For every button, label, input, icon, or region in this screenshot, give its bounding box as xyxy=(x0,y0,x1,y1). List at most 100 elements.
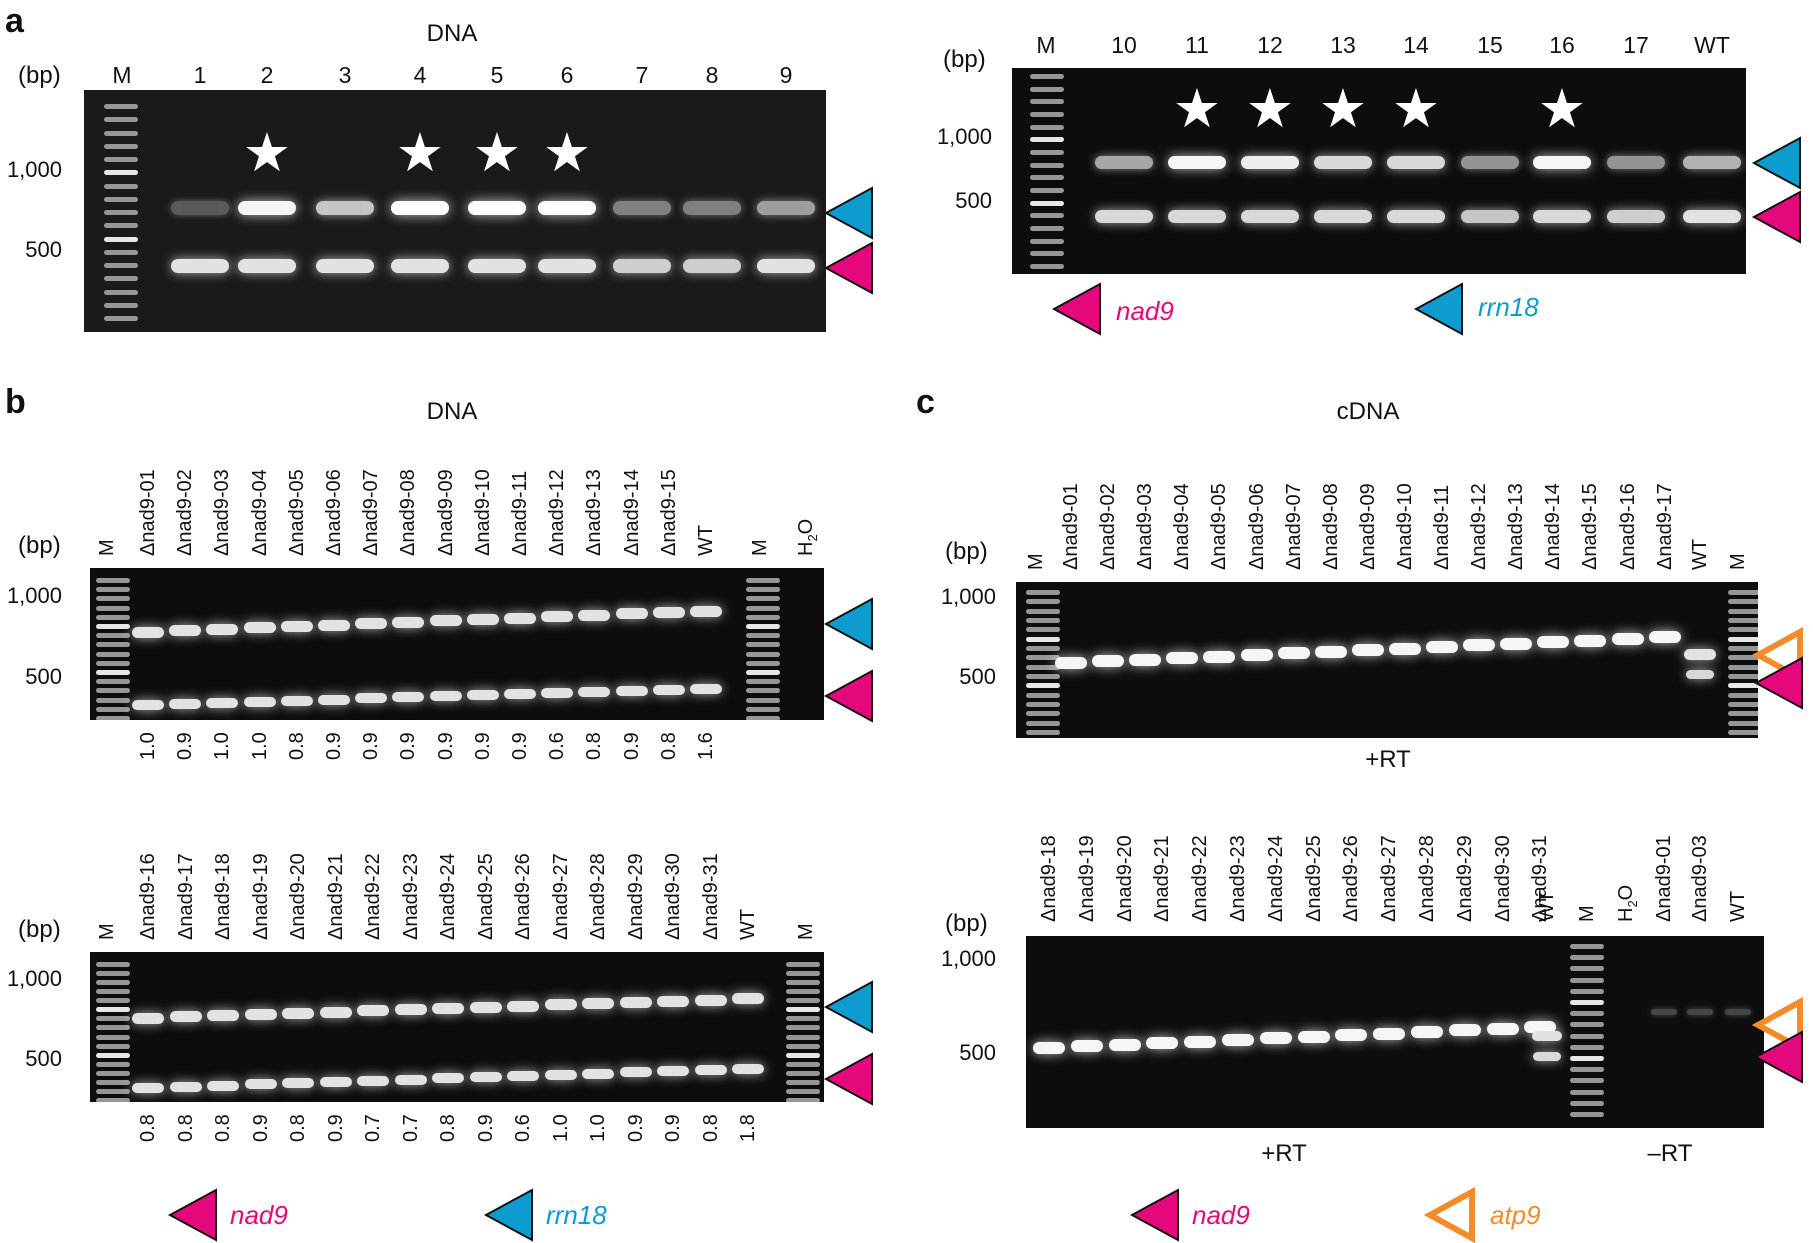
panel-b-bottom-upper-band xyxy=(657,995,689,1007)
panel-b-top-ladder-left-rung xyxy=(96,642,130,648)
panel-a-right-ladder-rung xyxy=(1030,99,1064,105)
panel-c-top-lane-labels-item: Δnad9-16 xyxy=(1616,483,1639,570)
panel-b-bottom-lower-band xyxy=(357,1075,389,1086)
panel-c-bottom-lane-labels-item: WT xyxy=(1727,890,1749,922)
panel-b-bottom-lane-labels-item: Δnad9-17 xyxy=(174,853,197,940)
panel-c-top-band xyxy=(1166,652,1199,665)
panel-b-top-ladder-right-rung xyxy=(746,679,780,685)
panel-a-right-lower-band xyxy=(1461,209,1519,223)
panel-c-bottom-band xyxy=(1486,1022,1519,1035)
panel-b-top-ladder-left xyxy=(96,578,130,720)
panel-c-bottom-lane-labels-item: Δnad9-22 xyxy=(1189,835,1212,922)
panel-c-bottom-lane-labels-item: Δnad9-18 xyxy=(1038,835,1060,922)
ratio-value: 0.8 xyxy=(699,1114,722,1142)
panel-b-top-upper-band xyxy=(243,622,276,634)
ratio-value: 0.9 xyxy=(324,1114,347,1142)
panel-c-top-lane-labels-item: Δnad9-11 xyxy=(1431,484,1453,570)
panel-c-bottom-lane-labels-item: Δnad9-26 xyxy=(1340,835,1363,922)
ratio-value: 1.0 xyxy=(211,732,234,760)
panel-b-top-upper-band xyxy=(466,613,499,625)
panel-a-left-lower-band xyxy=(316,259,374,273)
panel-b-title: DNA xyxy=(426,398,478,425)
panel-a-left-lower-band xyxy=(613,259,671,273)
panel-c-top-ladder-right-rung xyxy=(1728,674,1758,679)
ratio-value: 1.8 xyxy=(737,1114,759,1142)
panel-b-top-upper-band xyxy=(578,609,611,621)
panel-c-bottom-ladder-rung xyxy=(1570,955,1604,961)
panel-a-right-upper-band xyxy=(1095,155,1153,169)
panel-b-top-ladder-right-rung xyxy=(746,624,780,629)
panel-b-top-lane-labels-item: Δnad9-04 xyxy=(248,469,271,556)
panel-b-bottom-lane-labels-item: Δnad9-21 xyxy=(324,853,347,940)
panel-c-bottom-tick-1000: 1,000 xyxy=(940,946,996,971)
panel-b-bottom-ladder-right-rung xyxy=(786,998,820,1004)
panel-c-top-lane-labels-item: Δnad9-15 xyxy=(1579,483,1602,570)
ratio-value: 1.0 xyxy=(248,732,271,760)
ratio-value: 0.9 xyxy=(662,1114,684,1142)
panel-b-top-upper-band xyxy=(132,626,164,638)
panel-b-top-tick-1000: 1,000 xyxy=(6,583,62,608)
panel-c-bottom-gel xyxy=(1026,936,1764,1128)
panel-c-top-lane-labels-item: Δnad9-13 xyxy=(1505,483,1528,570)
panel-c-bottom-ladder-rung xyxy=(1570,1112,1604,1117)
panel-c-top-ladder-left-rung xyxy=(1026,608,1060,614)
panel-b-top-nad9-arrow-icon xyxy=(823,669,873,723)
panel-b-top-tick-500: 500 xyxy=(25,664,62,689)
panel-b-top-lower-band xyxy=(466,690,499,701)
panel-c-top-lane-labels-item: Δnad9-06 xyxy=(1245,483,1268,570)
panel-c-top-ladder-left-rung xyxy=(1026,627,1060,633)
panel-a-legend-nad9-icon xyxy=(1051,282,1101,336)
panel-c-bottom-ladder-rung xyxy=(1570,1078,1604,1084)
panel-a-right-star-icon: ★ xyxy=(1391,79,1441,139)
panel-b-bottom-lane-labels-item: Δnad9-28 xyxy=(587,853,609,940)
panel-c-top-band xyxy=(1240,649,1273,661)
panel-b-bottom-lane-labels-item: Δnad9-24 xyxy=(437,853,459,940)
panel-b-bottom-ladder-left-rung xyxy=(96,1016,130,1022)
panel-c-top-lane-labels-item: Δnad9-03 xyxy=(1134,483,1157,570)
panel-c-top-lane-labels-item: Δnad9-07 xyxy=(1282,483,1305,570)
panel-b-top-ladder-left-rung xyxy=(96,605,130,611)
panel-a-left-ladder-rung xyxy=(104,130,138,136)
panel-c-bottom-band xyxy=(1108,1038,1141,1051)
panel-b-bottom-upper-band xyxy=(619,996,652,1008)
panel-c-top-lane-labels-item: M xyxy=(1727,553,1749,570)
panel-c-bottom-band xyxy=(1373,1027,1406,1040)
panel-a-left-lane-label: 6 xyxy=(560,62,574,88)
panel-a-right-ladder-rung xyxy=(1030,74,1064,79)
panel-b-bottom-ladder-left-rung xyxy=(96,971,130,977)
panel-b-bottom-lower-band xyxy=(582,1068,614,1079)
panel-a-left-ladder-rung xyxy=(104,104,138,109)
panel-c-top-lane-labels-item: WT xyxy=(1689,538,1711,570)
panel-a-right-tick-500: 500 xyxy=(955,188,992,213)
panel-b-bottom-ladder-left-rung xyxy=(96,962,130,967)
panel-c-top-ladder-left-rung xyxy=(1026,664,1060,670)
panel-b-top-upper-band xyxy=(355,618,388,630)
panel-b-bottom-ladder-right-rung xyxy=(786,1088,820,1094)
panel-b-top-lane-labels-item: Δnad9-12 xyxy=(546,469,569,556)
panel-b-bottom-lower-band xyxy=(619,1067,652,1078)
panel-c-bottom-ladder-rung xyxy=(1570,1067,1604,1073)
panel-c-bottom-faint-band xyxy=(1725,1009,1751,1015)
panel-b-top-lane-labels-item: WT xyxy=(695,524,717,556)
panel-a-right-lower-band xyxy=(1683,209,1741,223)
panel-b-top-ladder-right-rung xyxy=(746,697,780,703)
panel-c-top-ladder-left-rung xyxy=(1026,655,1060,661)
panel-b-bottom-ladder-left-rung xyxy=(96,980,130,986)
panel-c-top-lane-labels-item: Δnad9-05 xyxy=(1208,483,1231,570)
panel-b-top-lane-labels-item: Δnad9-03 xyxy=(211,469,234,556)
panel-b-bottom-lower-band xyxy=(544,1069,577,1080)
panel-b-top-lane-labels-item: Δnad9-05 xyxy=(285,469,308,556)
panel-c-bottom-lane-labels-item: Δnad9-20 xyxy=(1113,835,1136,922)
ratio-value: 0.7 xyxy=(399,1114,422,1142)
panel-b-bottom-nad9-arrow-icon xyxy=(823,1052,873,1106)
panel-b-top-ladder-left-rung xyxy=(96,614,130,620)
panel-b-bottom-lower-band xyxy=(169,1081,202,1092)
panel-a-right-upper-band xyxy=(1461,155,1519,169)
panel-c-bottom-ladder-rung xyxy=(1570,1056,1604,1061)
panel-b-top-ladder-left-rung xyxy=(96,706,130,712)
ratio-value: 0.9 xyxy=(624,1114,647,1142)
panel-c-top-ladder-right-rung xyxy=(1728,627,1758,633)
panel-b-bottom-lane-labels-item: Δnad9-18 xyxy=(212,853,234,940)
panel-c-bottom-band xyxy=(1297,1030,1330,1043)
panel-a-left-ladder-rung xyxy=(104,223,138,229)
